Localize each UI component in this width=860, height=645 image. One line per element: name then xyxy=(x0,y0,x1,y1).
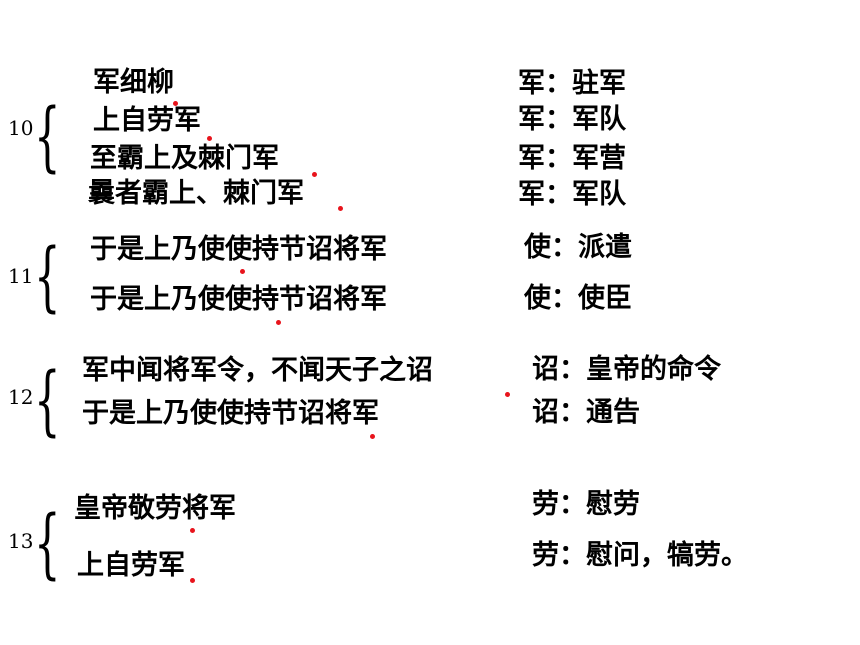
emphasis-dot xyxy=(276,320,281,325)
emphasis-dot xyxy=(173,101,178,106)
group-number: 10 xyxy=(8,116,34,140)
brace-icon: { xyxy=(34,91,61,180)
group-number: 12 xyxy=(8,385,34,409)
definition: 诏：通告 xyxy=(532,397,640,428)
definition: 军：驻军 xyxy=(518,68,626,99)
definition: 诏：皇帝的命令 xyxy=(532,354,721,385)
definition: 劳：慰劳 xyxy=(532,489,640,520)
definition: 军：军营 xyxy=(518,143,626,174)
phrase: 于是上乃使使持节诏将军 xyxy=(82,398,379,429)
phrase: 皇帝敬劳将军 xyxy=(74,493,236,524)
group-number: 13 xyxy=(8,529,34,553)
phrase: 至霸上及棘门军 xyxy=(90,143,279,174)
phrase: 上自劳军 xyxy=(77,550,185,581)
emphasis-dot xyxy=(370,434,375,439)
emphasis-dot xyxy=(505,392,510,397)
phrase: 于是上乃使使持节诏将军 xyxy=(90,234,387,265)
phrase: 军细柳 xyxy=(93,67,174,98)
definition: 军：军队 xyxy=(518,104,626,135)
definition: 使：使臣 xyxy=(524,283,632,314)
emphasis-dot xyxy=(338,206,343,211)
brace-icon: { xyxy=(34,498,61,587)
brace-icon: { xyxy=(34,355,61,444)
emphasis-dot xyxy=(190,528,195,533)
group-number: 11 xyxy=(8,264,34,288)
definition: 使：派遣 xyxy=(524,232,632,263)
brace-icon: { xyxy=(34,231,61,320)
phrase: 于是上乃使使持节诏将军 xyxy=(90,284,387,315)
definition: 劳：慰问，犒劳。 xyxy=(532,540,748,571)
emphasis-dot xyxy=(240,269,245,274)
phrase: 军中闻将军令，不闻天子之诏 xyxy=(82,355,433,386)
phrase: 上自劳军 xyxy=(93,105,201,136)
emphasis-dot xyxy=(207,136,212,141)
definition: 军：军队 xyxy=(518,179,626,210)
phrase: 曩者霸上、棘门军 xyxy=(88,178,304,209)
emphasis-dot xyxy=(312,172,317,177)
emphasis-dot xyxy=(190,578,195,583)
